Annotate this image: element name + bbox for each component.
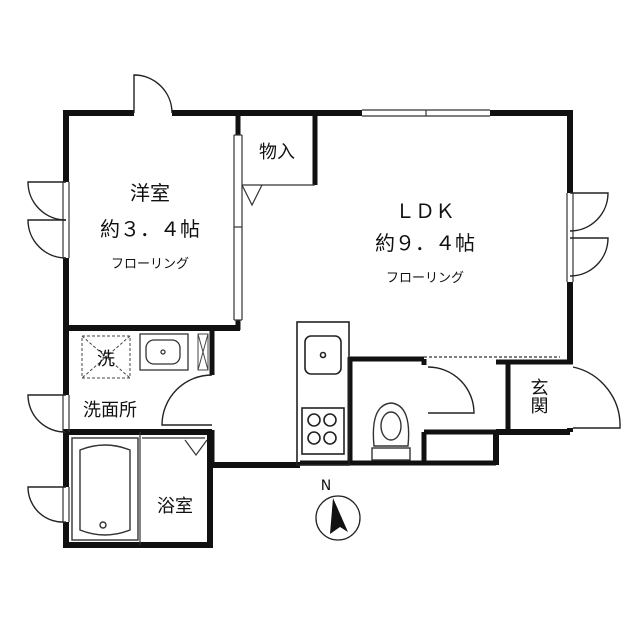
room-ldk-size: 約９．４帖 xyxy=(375,231,475,255)
room-ldk-name: ＬＤＫ xyxy=(395,199,455,223)
room-ldk-floor: フローリング xyxy=(386,271,464,286)
room-bath-name: 浴室 xyxy=(157,496,193,517)
kitchen-counter xyxy=(296,321,350,466)
interior-walls xyxy=(209,113,573,466)
pipe-space xyxy=(197,333,209,371)
compass-icon: N xyxy=(315,478,361,541)
room-western-floor: フローリング xyxy=(111,257,189,272)
room-western: 洋室 約３．４帖 フローリング xyxy=(100,181,200,272)
thin-lines xyxy=(62,109,574,545)
room-entrance-name: 玄関 xyxy=(528,378,549,414)
room-western-name: 洋室 xyxy=(130,181,170,205)
outer-walls xyxy=(63,110,573,548)
toilet xyxy=(371,402,411,461)
room-storage-name: 物入 xyxy=(259,142,295,163)
bathtub xyxy=(71,437,139,541)
compass-north-label: N xyxy=(321,478,331,494)
door-swings xyxy=(27,74,621,523)
room-ldk: ＬＤＫ 約９．４帖 フローリング xyxy=(375,199,475,286)
laundry-pan xyxy=(81,335,131,379)
room-washroom-name: 洗面所 xyxy=(83,400,137,421)
room-laundry-name: 洗 xyxy=(97,349,115,370)
washbasin xyxy=(139,333,189,371)
room-western-size: 約３．４帖 xyxy=(100,217,200,241)
